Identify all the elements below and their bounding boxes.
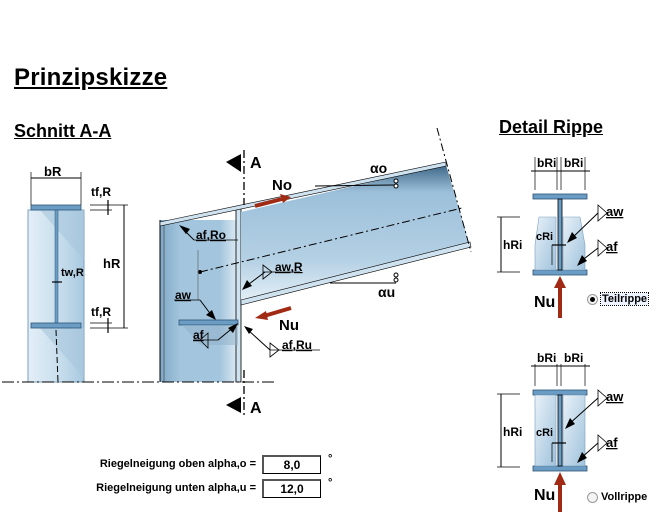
force-no-arrow (254, 197, 283, 208)
alpha-o-input[interactable] (262, 455, 321, 474)
section-a-drawing (2, 172, 128, 383)
alpha-u-input[interactable] (262, 479, 321, 498)
label-nu: Nu (279, 317, 299, 334)
vollrippe-label[interactable]: Vollrippe (601, 491, 648, 503)
force-nu-arrow (263, 306, 292, 318)
label-b-ri-left-bottom: bRi (537, 351, 556, 365)
section-a-title: Schnitt A-A (14, 121, 112, 141)
label-af: af (193, 328, 205, 342)
section-marker-top: A (250, 155, 262, 172)
vollrippe-radio[interactable] (587, 492, 598, 503)
label-aw-r: aw,R (275, 260, 303, 274)
section-marker-bottom: A (250, 400, 262, 417)
label-tf-r-bottom: tf,R (91, 305, 111, 319)
label-aw-bottom: aw (606, 389, 624, 404)
alpha-u-unit: ° (328, 477, 333, 489)
label-tw-r: tw,R (61, 267, 84, 279)
label-alpha-u: αu (378, 284, 395, 300)
detail-vollrippe-drawing (497, 364, 608, 512)
label-c-ri-top: cRi (536, 231, 553, 243)
label-af-top: af (606, 239, 618, 254)
label-no: No (272, 177, 292, 194)
label-af-ro: af,Ro (196, 228, 226, 242)
label-b-r: bR (44, 164, 62, 179)
teilrippe-radio[interactable] (587, 294, 598, 305)
label-h-r: hR (103, 256, 121, 271)
label-h-ri-top: hRi (503, 238, 522, 252)
label-nu-bottom: Nu (534, 487, 555, 504)
label-h-ri-bottom: hRi (503, 425, 522, 439)
frame-corner-drawing (2, 127, 472, 418)
alpha-o-label: Riegelneigung oben alpha,o = (99, 458, 256, 470)
label-c-ri-bottom: cRi (536, 427, 553, 439)
section-arrow-bottom-icon (226, 397, 241, 413)
teilrippe-label[interactable]: Teilrippe (599, 292, 650, 306)
detail-title: Detail Rippe (499, 117, 604, 137)
label-nu-top: Nu (534, 294, 555, 311)
alpha-o-unit: ° (328, 453, 333, 465)
label-af-ru: af,Ru (282, 338, 312, 352)
label-b-ri-right-top: bRi (564, 156, 583, 170)
label-b-ri-left-top: bRi (537, 156, 556, 170)
detail-teilrippe-drawing (497, 157, 608, 318)
alpha-u-label: Riegelneigung unten alpha,u = (96, 482, 256, 494)
section-arrow-top-icon (226, 154, 241, 172)
label-aw: aw (175, 288, 192, 302)
label-tf-r-top: tf,R (91, 185, 111, 199)
page-title: Prinzipskizze (14, 64, 168, 91)
label-b-ri-right-bottom: bRi (564, 351, 583, 365)
label-aw-top: aw (606, 204, 624, 219)
label-af-bottom: af (606, 435, 618, 450)
label-alpha-o: αo (370, 160, 387, 176)
